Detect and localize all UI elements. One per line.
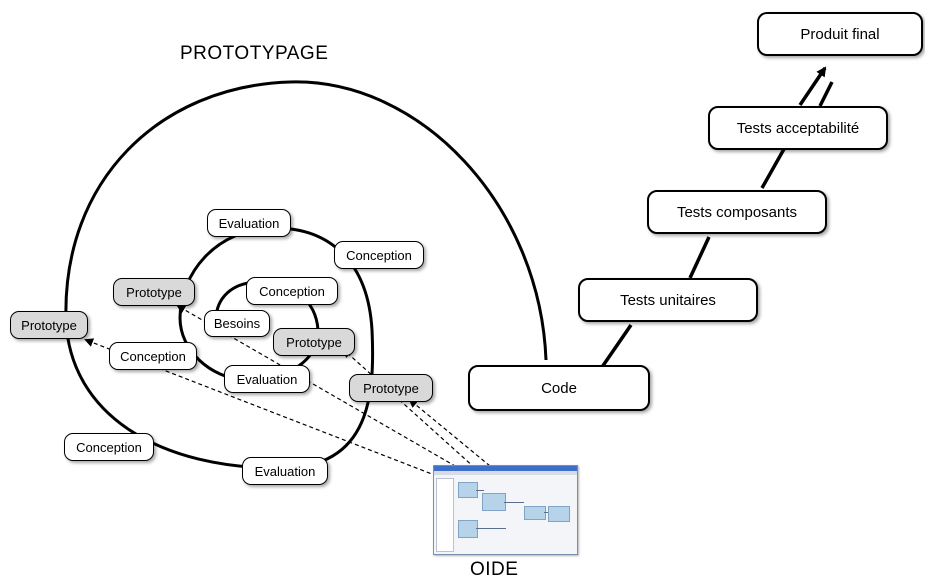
conception-node-bottom-left: Conception (64, 433, 154, 461)
evaluation-node-bottom: Evaluation (242, 457, 328, 485)
thumbnail-sidebar (436, 478, 454, 552)
thumbnail-block (458, 520, 478, 538)
progression-line (598, 81, 834, 371)
thumbnail-connector (504, 502, 524, 503)
conception-node-inner: Conception (246, 277, 338, 305)
produit-final-box: Produit final (757, 12, 923, 56)
prototype-node-mid-left: Prototype (113, 278, 195, 306)
prototype-node-right: Prototype (349, 374, 433, 402)
besoins-node: Besoins (204, 310, 270, 337)
thumbnail-connector (476, 490, 484, 491)
thumbnail-block (524, 506, 546, 520)
prototype-node-outer-left: Prototype (10, 311, 88, 339)
evaluation-node-center: Evaluation (224, 365, 310, 393)
dashed-arrow-prototype-right (408, 398, 491, 467)
oide-screenshot-thumbnail (433, 465, 578, 555)
dashed-arrow-prototype-center (342, 348, 476, 469)
thumbnail-block (482, 493, 506, 511)
thumbnail-connector (544, 512, 548, 513)
thumbnail-titlebar (434, 466, 577, 471)
tests-acceptabilite-box: Tests acceptabilité (708, 106, 888, 150)
conception-node-left: Conception (109, 342, 197, 370)
thumbnail-block (548, 506, 570, 522)
oide-title: OIDE (470, 559, 519, 580)
prototype-node-center: Prototype (273, 328, 355, 356)
conception-node-upper-right: Conception (334, 241, 424, 269)
evaluation-node-inner: Evaluation (207, 209, 291, 237)
thumbnail-menubar (434, 471, 577, 475)
code-box: Code (468, 365, 650, 411)
final-arrow (798, 66, 827, 106)
prototypage-title: PROTOTYPAGE (180, 43, 329, 64)
tests-unitaires-box: Tests unitaires (578, 278, 758, 322)
thumbnail-connector (476, 528, 506, 529)
thumbnail-block (458, 482, 478, 498)
tests-composants-box: Tests composants (647, 190, 827, 234)
